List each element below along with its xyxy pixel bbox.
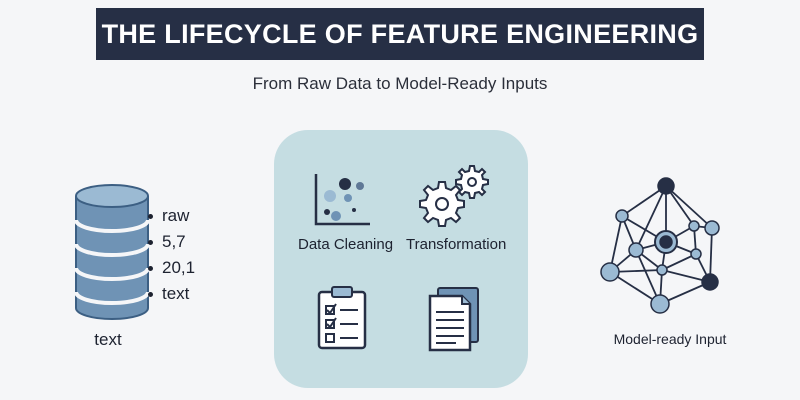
scatter-chart-icon <box>314 174 370 226</box>
model-ready-caption: Model-ready Input <box>613 331 727 347</box>
step-label-data-cleaning: Data Cleaning <box>298 236 394 253</box>
page-title: THE LIFECYCLE OF FEATURE ENGINEERING <box>101 18 699 49</box>
gears-icon <box>419 165 489 227</box>
raw-value: raw <box>147 206 190 225</box>
process-panel: Data Cleaning Transformation <box>274 130 528 388</box>
raw-value: text <box>147 284 190 303</box>
step-label-transformation: Transformation <box>406 236 507 253</box>
raw-data-caption: text <box>94 330 122 349</box>
title-banner: THE LIFECYCLE OF FEATURE ENGINEERING <box>96 8 704 60</box>
database-icon <box>68 176 208 326</box>
page-subtitle: From Raw Data to Model-Ready Inputs <box>252 74 548 93</box>
neural-network-icon <box>596 172 736 322</box>
checklist-clipboard-icon <box>317 286 367 350</box>
documents-icon <box>428 287 479 352</box>
raw-value: 20,1 <box>147 258 196 277</box>
raw-value: 5,7 <box>148 232 186 251</box>
